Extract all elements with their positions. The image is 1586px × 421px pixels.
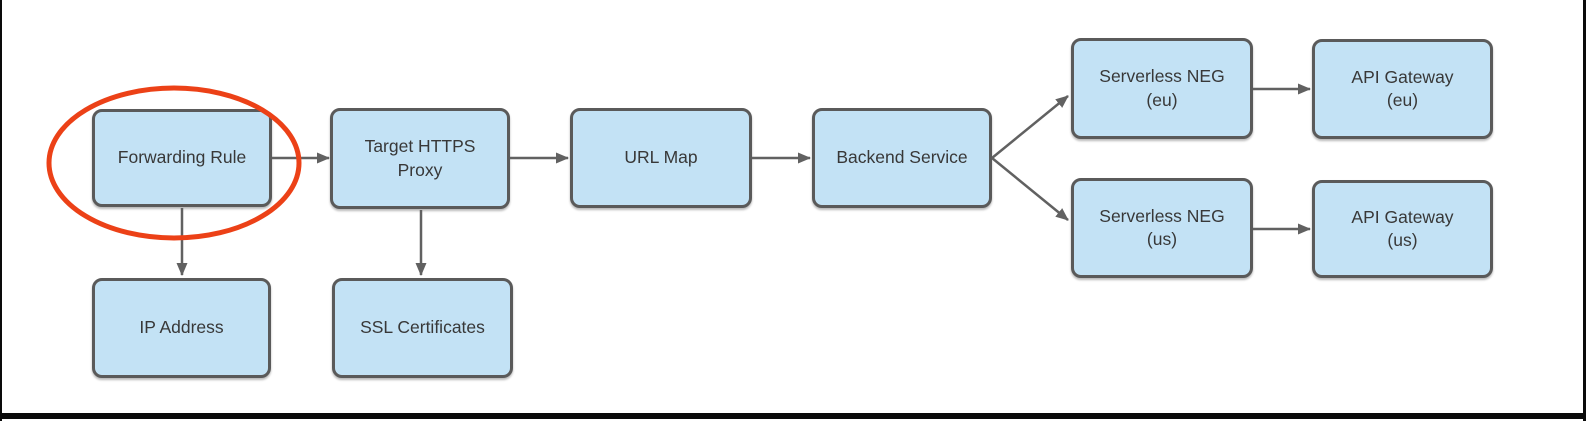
- node-forwarding-rule: Forwarding Rule: [92, 109, 272, 207]
- node-api-gateway-us: API Gateway (us): [1312, 180, 1493, 278]
- node-forwarding-rule-label: Forwarding Rule: [117, 147, 247, 168]
- node-backend-service: Backend Service: [812, 108, 992, 208]
- edge-backend-service-to-serverless-neg-us: [991, 157, 1069, 221]
- frame-border-bottom: [0, 413, 1586, 419]
- edge-backend-service-to-serverless-neg-eu: [991, 95, 1069, 159]
- node-backend-service-label: Backend Service: [836, 147, 968, 168]
- node-ip-address: IP Address: [92, 278, 271, 378]
- node-url-map: URL Map: [570, 108, 752, 208]
- node-ssl-certificates-label: SSL Certificates: [360, 317, 485, 338]
- node-serverless-neg-us: Serverless NEG (us): [1071, 178, 1253, 278]
- node-api-gateway-us-label: API Gateway (us): [1351, 206, 1454, 250]
- node-target-https-proxy-label: Target HTTPS Proxy: [364, 136, 476, 180]
- node-api-gateway-eu-label: API Gateway (eu): [1351, 66, 1454, 110]
- frame-border-right: [1583, 0, 1586, 421]
- node-serverless-neg-eu: Serverless NEG (eu): [1071, 38, 1253, 139]
- frame-border-left: [0, 0, 2, 421]
- node-serverless-neg-eu-label: Serverless NEG (eu): [1099, 66, 1225, 110]
- node-url-map-label: URL Map: [624, 147, 698, 168]
- node-api-gateway-eu: API Gateway (eu): [1312, 39, 1493, 139]
- node-serverless-neg-us-label: Serverless NEG (us): [1099, 205, 1225, 249]
- node-target-https-proxy: Target HTTPS Proxy: [330, 108, 510, 209]
- node-ssl-certificates: SSL Certificates: [332, 278, 513, 378]
- node-ip-address-label: IP Address: [139, 317, 224, 338]
